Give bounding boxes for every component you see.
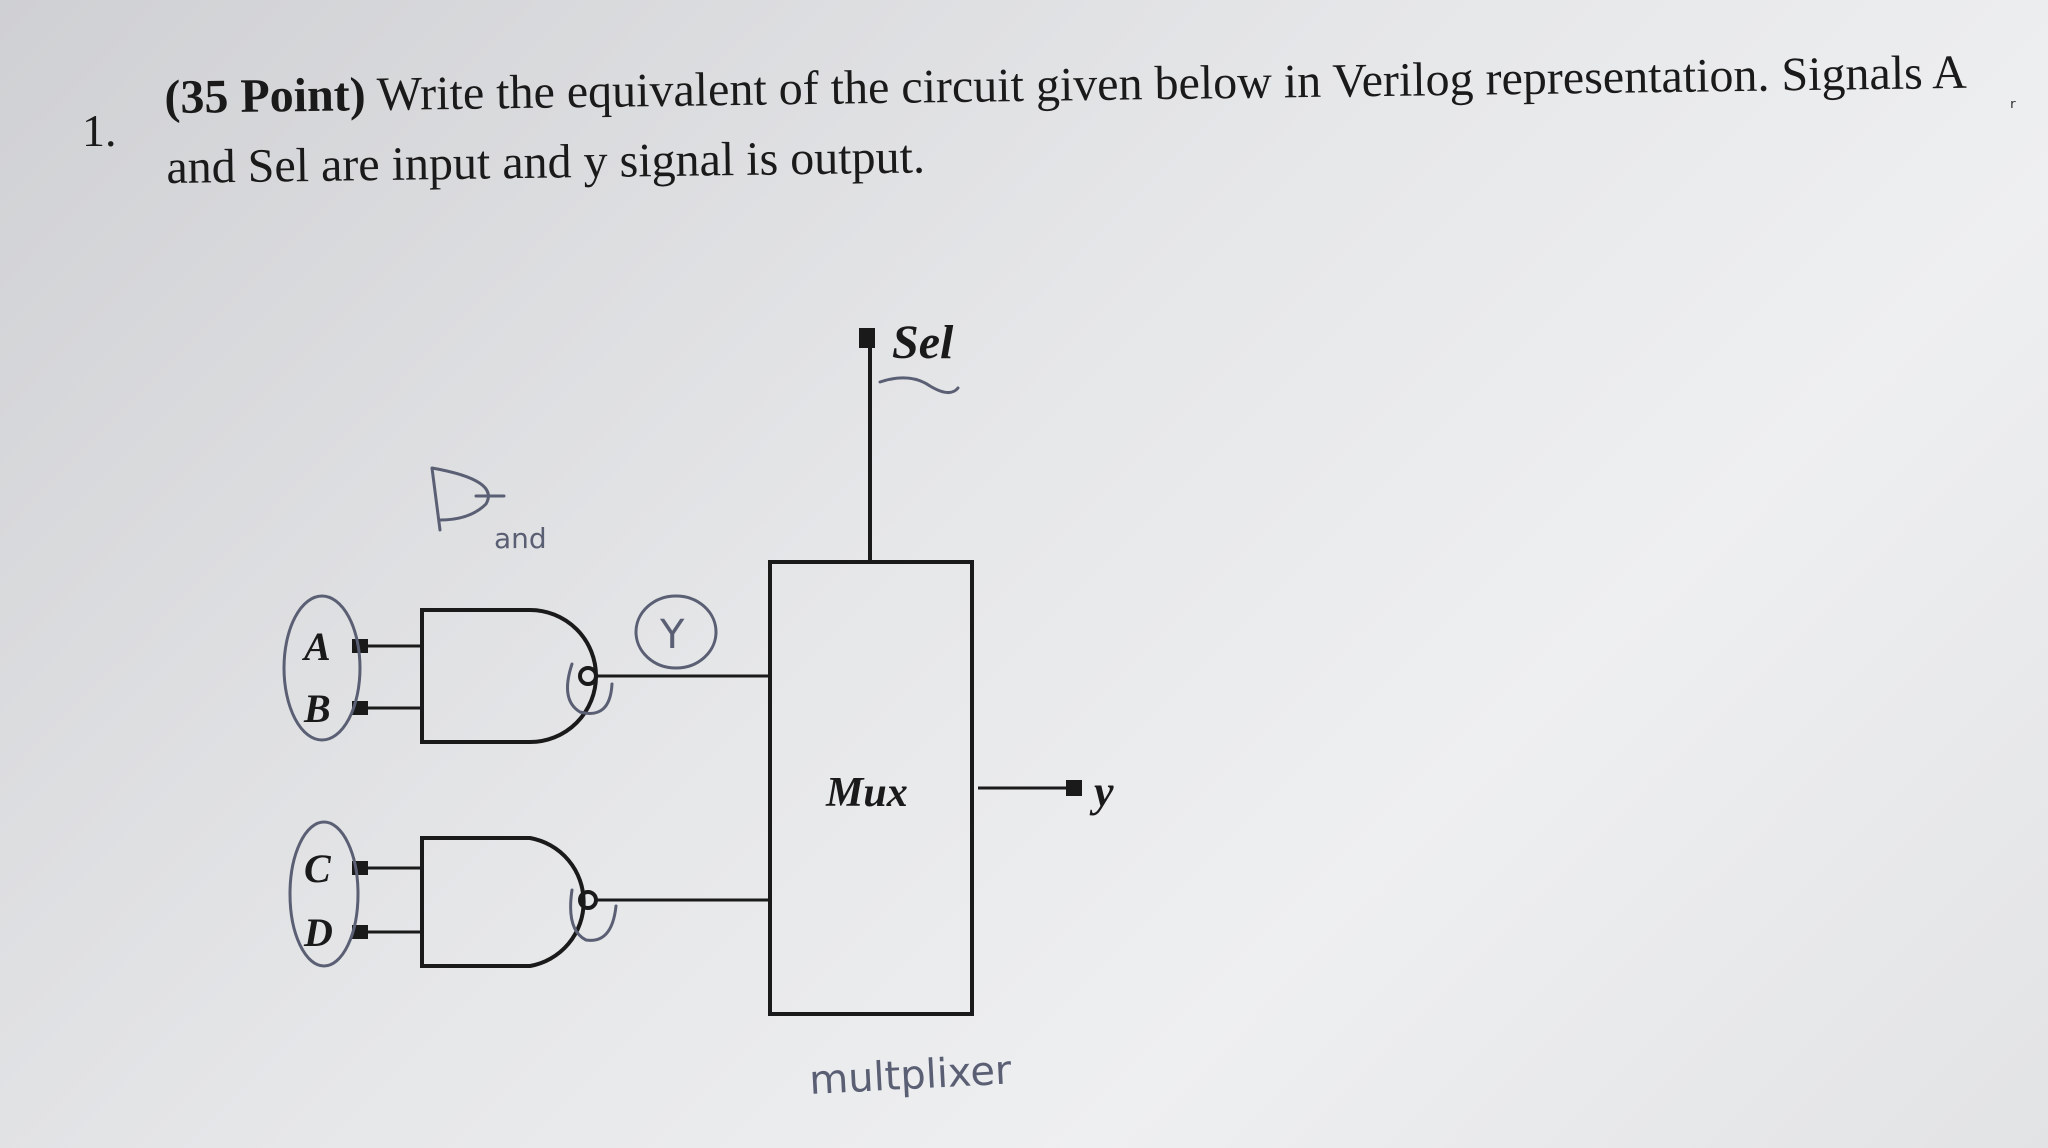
sketch-gate [430, 466, 506, 532]
input-label-b: B [303, 686, 331, 731]
sel-squiggle [878, 376, 960, 394]
circle-y [634, 594, 718, 670]
note-and: and [494, 522, 547, 555]
pen-mark: ʳ [2010, 96, 2016, 121]
bubble-scribble-top [566, 662, 614, 715]
mux-label: Mux [825, 770, 908, 816]
nand-bubble-top [578, 666, 598, 686]
circle-cd [288, 820, 360, 968]
sel-label: Sel [892, 316, 954, 369]
question-number: 1. [82, 105, 117, 156]
nand-gate-bottom [420, 836, 586, 968]
sel-terminal [859, 328, 875, 348]
mux-box [768, 560, 974, 1016]
input-label-a: A [301, 624, 331, 669]
circle-ab [282, 594, 362, 742]
output-terminal [1066, 780, 1082, 796]
input-label-c: C [304, 846, 332, 891]
output-label: y [1089, 767, 1114, 816]
input-label-d: D [303, 910, 333, 955]
terminal-d [352, 925, 368, 939]
note-multiplexer: multplixer [808, 1047, 1013, 1104]
bubble-scribble-bottom [569, 888, 618, 942]
note-y: Y [659, 612, 685, 658]
terminal-a [352, 639, 368, 653]
